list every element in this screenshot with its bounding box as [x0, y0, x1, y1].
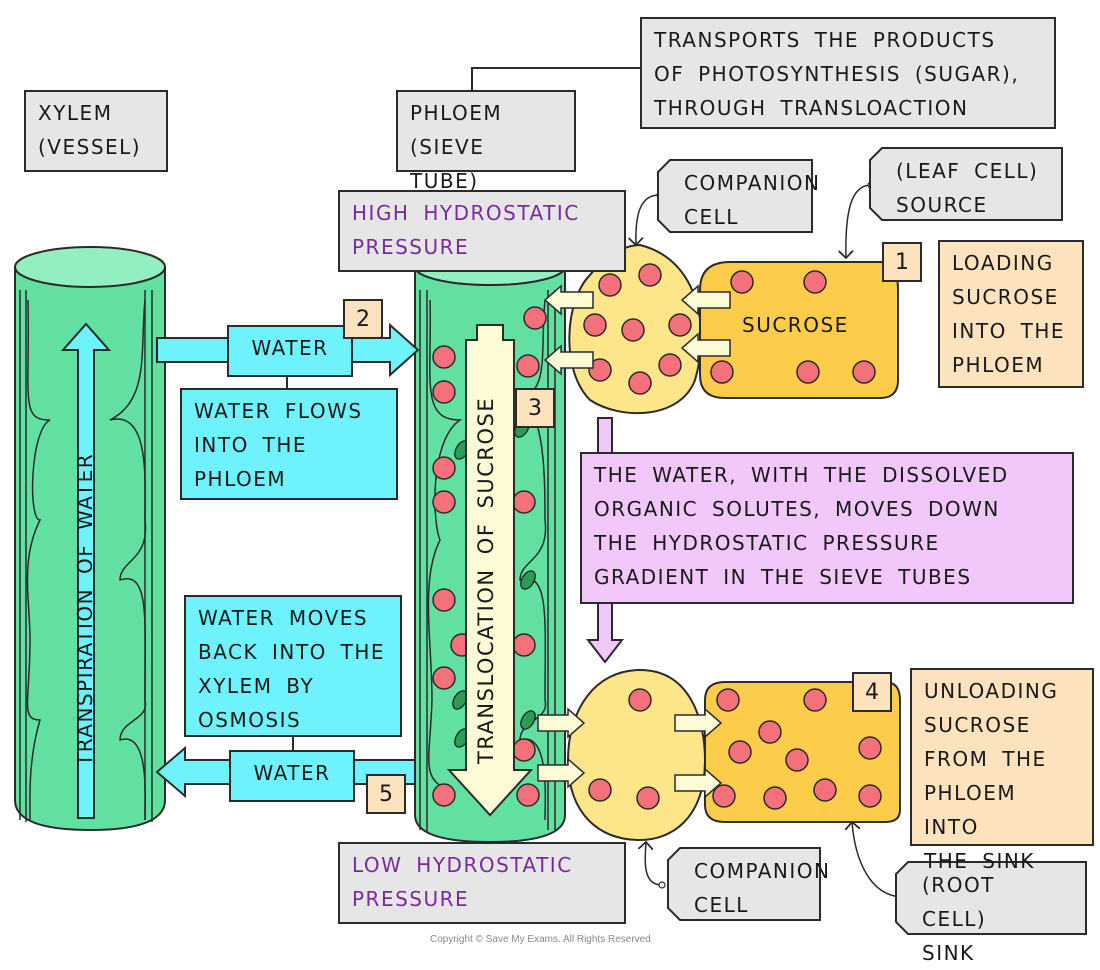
water-in-label: WATER	[227, 325, 353, 377]
sink-root-cell	[704, 681, 901, 823]
companion-cell-top-label: COMPANION CELL	[684, 171, 821, 229]
phloem-function-connector	[471, 67, 640, 92]
tag-outlines	[657, 147, 1087, 935]
phloem-label: PHLOEM (SIEVE TUBE)	[396, 90, 576, 193]
phloem-function-label: TRANSPORTS THE PRODUCTS OF PHOTOSYNTHESI…	[640, 17, 1056, 129]
unloading-note: UNLOADING SUCROSE FROM THE PHLOEM INTO T…	[910, 668, 1094, 873]
sucrose-label: SUCROSE	[742, 313, 849, 337]
water-flows-note: WATER FLOWS INTO THE PHLOEM	[180, 388, 398, 500]
copyright-notice: Copyright © Save My Exams. All Rights Re…	[430, 934, 651, 945]
source-leaf-cell	[699, 261, 899, 399]
step-4-badge: 4	[852, 672, 892, 712]
transpiration-label: TRANSPIRATION OF WATER	[73, 452, 97, 766]
xylem-vessel	[14, 246, 166, 832]
source-label: (LEAF CELL) SOURCE	[896, 159, 1039, 217]
step-1-badge: 1	[882, 242, 922, 282]
high-pressure-label: HIGH HYDROSTATIC PRESSURE	[338, 190, 626, 272]
pressure-gradient-note: THE WATER, WITH THE DISSOLVED ORGANIC SO…	[580, 452, 1074, 604]
callout-pointers	[636, 184, 905, 898]
sucrose-molecules-phloem	[432, 306, 547, 807]
companion-cell-bottom-label: COMPANION CELL	[694, 859, 831, 917]
translocation-arrow	[446, 324, 534, 817]
loading-arrows	[543, 284, 731, 376]
transpiration-arrow	[60, 322, 112, 819]
water-out-label: WATER	[229, 750, 355, 802]
step-3-badge: 3	[515, 388, 555, 428]
translocation-label: TRANSLOCATION OF SUCROSE	[474, 396, 498, 764]
companion-cell-top	[568, 243, 703, 415]
step-5-badge: 5	[366, 774, 406, 814]
water-back-note: WATER MOVES BACK INTO THE XYLEM BY OSMOS…	[184, 595, 402, 737]
xylem-label: XYLEM (VESSEL)	[24, 90, 168, 172]
low-pressure-label: LOW HYDROSTATIC PRESSURE	[338, 842, 626, 924]
unloading-arrows	[537, 707, 723, 799]
companion-cell-bottom	[566, 668, 707, 842]
loading-note: LOADING SUCROSE INTO THE PHLOEM	[938, 240, 1084, 388]
step-2-badge: 2	[343, 299, 383, 339]
